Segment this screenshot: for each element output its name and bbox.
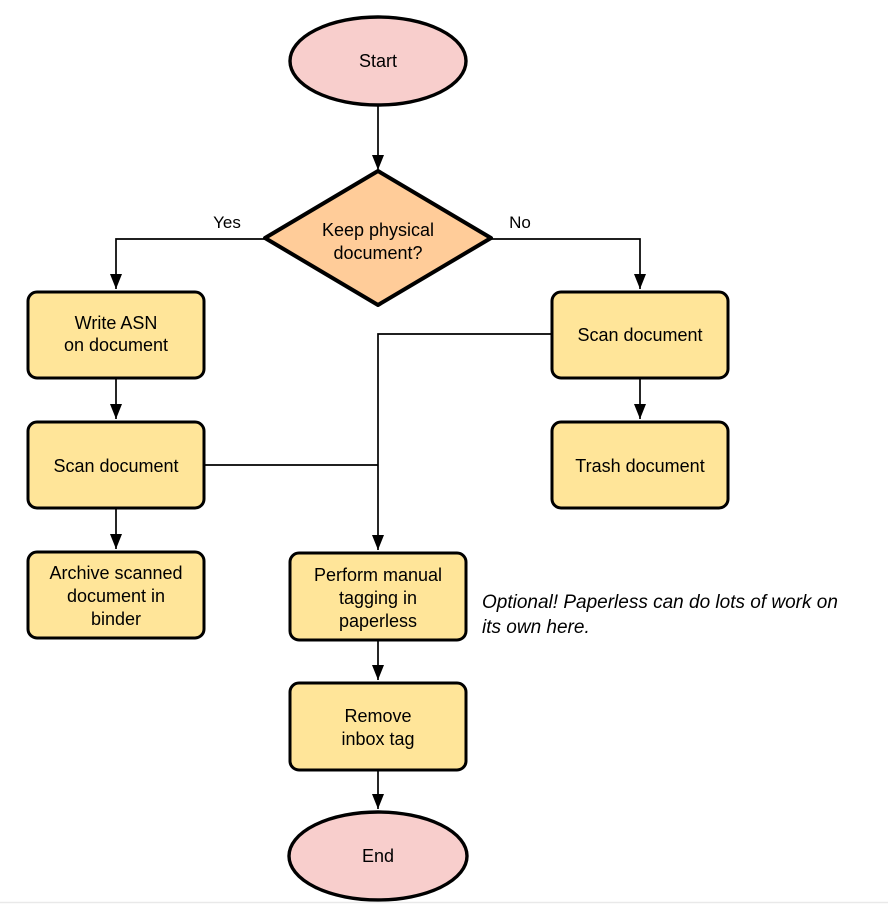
edge-label-no: No — [509, 213, 531, 232]
scan-right-box — [550, 290, 730, 380]
end-ellipse — [287, 810, 469, 902]
node-scan-document-right: Scan document — [550, 290, 730, 380]
archive-label-line2: document in — [67, 586, 165, 606]
remove-inbox-box — [288, 681, 468, 772]
archive-box — [26, 550, 206, 640]
scan-left-label: Scan document — [53, 456, 178, 476]
node-end: End — [287, 810, 469, 902]
remove-inbox-label-line2: inbox tag — [341, 729, 414, 749]
optional-note-line1: Optional! Paperless can do lots of work … — [482, 592, 838, 613]
node-keep-physical-decision: Keep physical document? — [263, 169, 493, 307]
edge-decision-yes-to-write-asn — [110, 238, 265, 289]
node-archive-scanned: Archive scanned document in binder — [26, 550, 206, 640]
write-asn-box — [26, 290, 206, 380]
trash-label: Trash document — [575, 456, 704, 476]
archive-label-line1: Archive scanned — [49, 563, 182, 583]
start-ellipse — [288, 15, 468, 107]
edge-decision-no-to-scan-right — [491, 238, 646, 289]
write-asn-label-line2: on document — [64, 335, 168, 355]
end-label: End — [362, 846, 394, 866]
archive-label-line3: binder — [91, 609, 141, 629]
optional-note: Optional! Paperless can do lots of work … — [482, 592, 838, 638]
edge-label-yes: Yes — [213, 213, 241, 232]
tagging-label-line3: paperless — [339, 611, 417, 631]
scan-left-box — [26, 420, 206, 510]
node-trash-document: Trash document — [550, 420, 730, 510]
start-label: Start — [359, 51, 397, 71]
tagging-label-line1: Perform manual — [314, 565, 442, 585]
node-remove-inbox-tag: Remove inbox tag — [288, 681, 468, 772]
edge-scan-right-to-tagging — [372, 333, 552, 550]
decision-diamond — [263, 169, 493, 307]
decision-label-line1: Keep physical — [322, 220, 434, 240]
node-write-asn: Write ASN on document — [26, 290, 206, 380]
decision-label-line2: document? — [333, 243, 422, 263]
scan-right-label: Scan document — [577, 325, 702, 345]
remove-inbox-label-line1: Remove — [344, 706, 411, 726]
write-asn-label-line1: Write ASN — [75, 313, 158, 333]
trash-box — [550, 420, 730, 510]
optional-note-line2: its own here. — [482, 617, 590, 638]
tagging-box — [288, 551, 468, 642]
node-start: Start — [288, 15, 468, 107]
tagging-label-line2: tagging in — [339, 588, 417, 608]
node-scan-document-left: Scan document — [26, 420, 206, 510]
node-manual-tagging: Perform manual tagging in paperless — [288, 551, 468, 642]
